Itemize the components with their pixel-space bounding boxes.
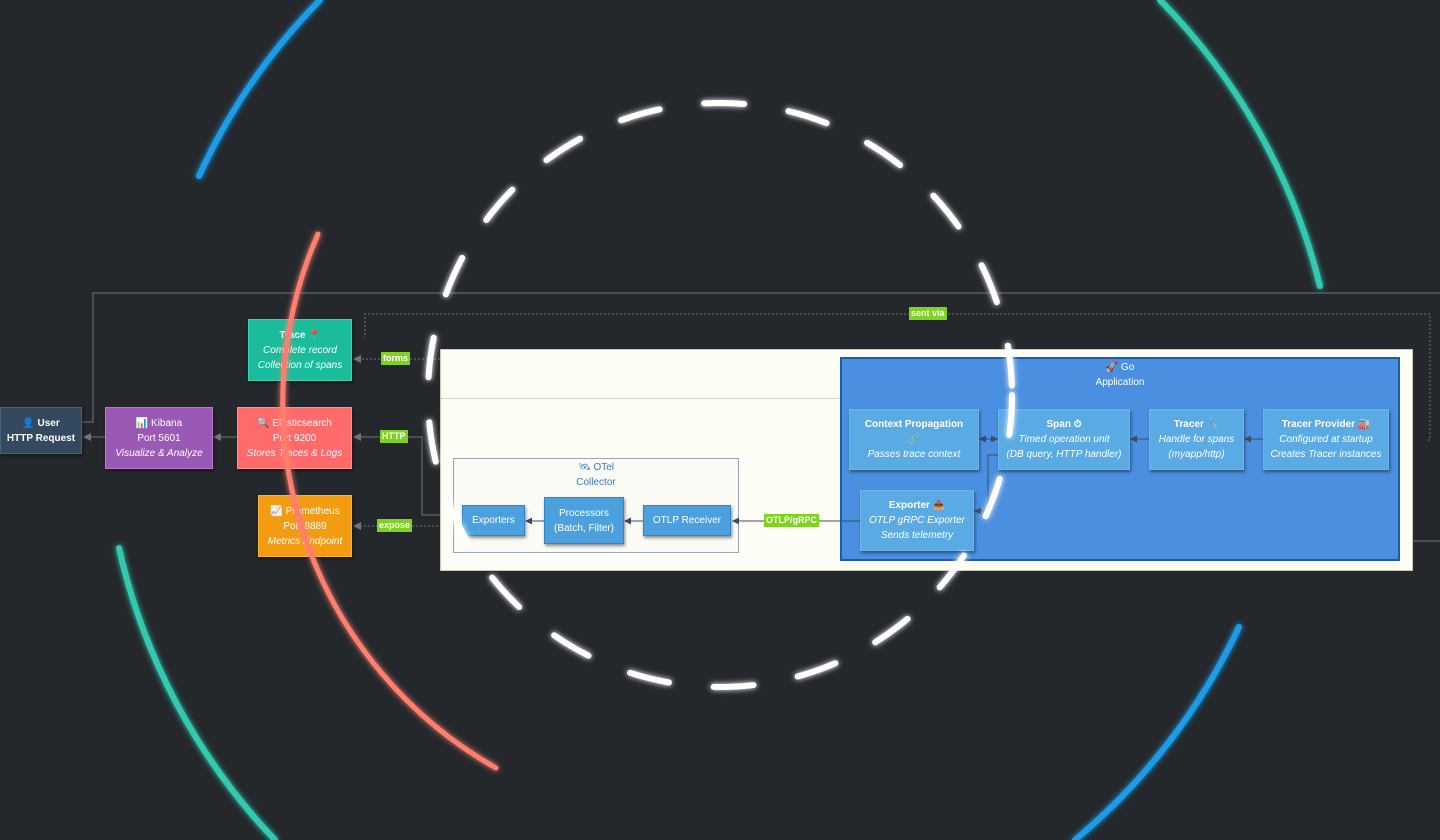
- exporter-desc-1: OTLP gRPC Exporter: [869, 515, 965, 526]
- kibana-port: Port 5601: [137, 432, 181, 444]
- tracer-title: Tracer 🔧: [1173, 419, 1220, 430]
- tracer-provider-desc-2: Creates Tracer instances: [1270, 449, 1382, 460]
- edge-label-expose: expose: [377, 519, 413, 532]
- tracer-node[interactable]: Tracer 🔧 Handle for spans (myapp/http): [1149, 409, 1244, 470]
- processors-node[interactable]: Processors (Batch, Filter): [544, 497, 624, 544]
- span-desc-2: (DB query, HTTP handler): [1006, 449, 1122, 460]
- exporter-title: Exporter 📤: [888, 500, 946, 511]
- context-propagation-desc: Passes trace context: [867, 449, 961, 460]
- tracer-desc-2: (myapp/http): [1168, 449, 1225, 460]
- exporter-desc-2: Sends telemetry: [880, 530, 954, 541]
- go-title: 🚀 Go: [1105, 362, 1135, 373]
- edge-label-sent-via: sent via: [909, 307, 947, 320]
- prometheus-port: Port 8889: [283, 520, 327, 532]
- exporter-node[interactable]: Exporter 📤 OTLP gRPC Exporter Sends tele…: [860, 490, 974, 551]
- prometheus-title: 📈 Prometheus: [270, 505, 340, 517]
- prometheus-node[interactable]: 📈 Prometheus Port 8889 Metrics Endpoint: [258, 495, 352, 557]
- go-subtitle: Application: [1095, 377, 1145, 388]
- context-propagation-node[interactable]: Context Propagation 🔗 Passes trace conte…: [849, 409, 979, 470]
- edge-label-otlp-grpc: OTLP/gRPC: [764, 514, 819, 527]
- prometheus-desc: Metrics Endpoint: [267, 535, 343, 547]
- panel-divider: [441, 398, 841, 399]
- trace-desc-2: Collection of spans: [257, 359, 343, 371]
- tracer-provider-title: Tracer Provider 🏭: [1281, 419, 1371, 430]
- span-node[interactable]: Span ⏱ Timed operation unit (DB query, H…: [998, 409, 1130, 470]
- exporters-title: Exporters: [472, 515, 515, 526]
- edge-label-forms: forms: [381, 352, 411, 365]
- trace-desc-1: Complete record: [263, 344, 337, 356]
- exporters-node[interactable]: Exporters: [462, 505, 525, 536]
- trace-title: Trace 📍: [279, 329, 321, 341]
- tracer-desc-1: Handle for spans: [1158, 434, 1235, 445]
- span-desc-1: Timed operation unit: [1018, 434, 1110, 445]
- otlp-receiver-node[interactable]: OTLP Receiver: [643, 505, 731, 536]
- user-title: 👤 User: [22, 417, 60, 429]
- elasticsearch-desc: Stores Traces & Logs: [246, 447, 343, 459]
- link-icon: 🔗: [907, 434, 921, 445]
- elasticsearch-node[interactable]: 🔍 Elasticsearch Port 9200 Stores Traces …: [237, 407, 352, 469]
- edge-label-http: HTTP: [380, 430, 408, 443]
- kibana-title: 📊 Kibana: [135, 417, 183, 429]
- user-node[interactable]: 👤 User HTTP Request: [0, 407, 82, 454]
- otel-title: 🛰 OTel: [577, 462, 615, 473]
- tracer-provider-desc-1: Configured at startup: [1279, 434, 1373, 445]
- tracer-provider-node[interactable]: Tracer Provider 🏭 Configured at startup …: [1263, 409, 1389, 470]
- context-propagation-title: Context Propagation: [864, 419, 964, 430]
- kibana-node[interactable]: 📊 Kibana Port 5601 Visualize & Analyze: [105, 407, 213, 469]
- user-subtitle: HTTP Request: [6, 432, 76, 444]
- otlp-receiver-title: OTLP Receiver: [652, 515, 722, 526]
- kibana-desc: Visualize & Analyze: [115, 447, 203, 459]
- processors-subtitle: (Batch, Filter): [553, 522, 614, 534]
- elasticsearch-port: Port 9200: [272, 432, 317, 444]
- otel-subtitle: Collector: [576, 477, 616, 488]
- processors-title: Processors: [558, 507, 609, 519]
- elasticsearch-title: 🔍 Elasticsearch: [257, 417, 332, 429]
- span-title: Span ⏱: [1046, 419, 1082, 430]
- trace-node[interactable]: Trace 📍 Complete record Collection of sp…: [248, 319, 352, 381]
